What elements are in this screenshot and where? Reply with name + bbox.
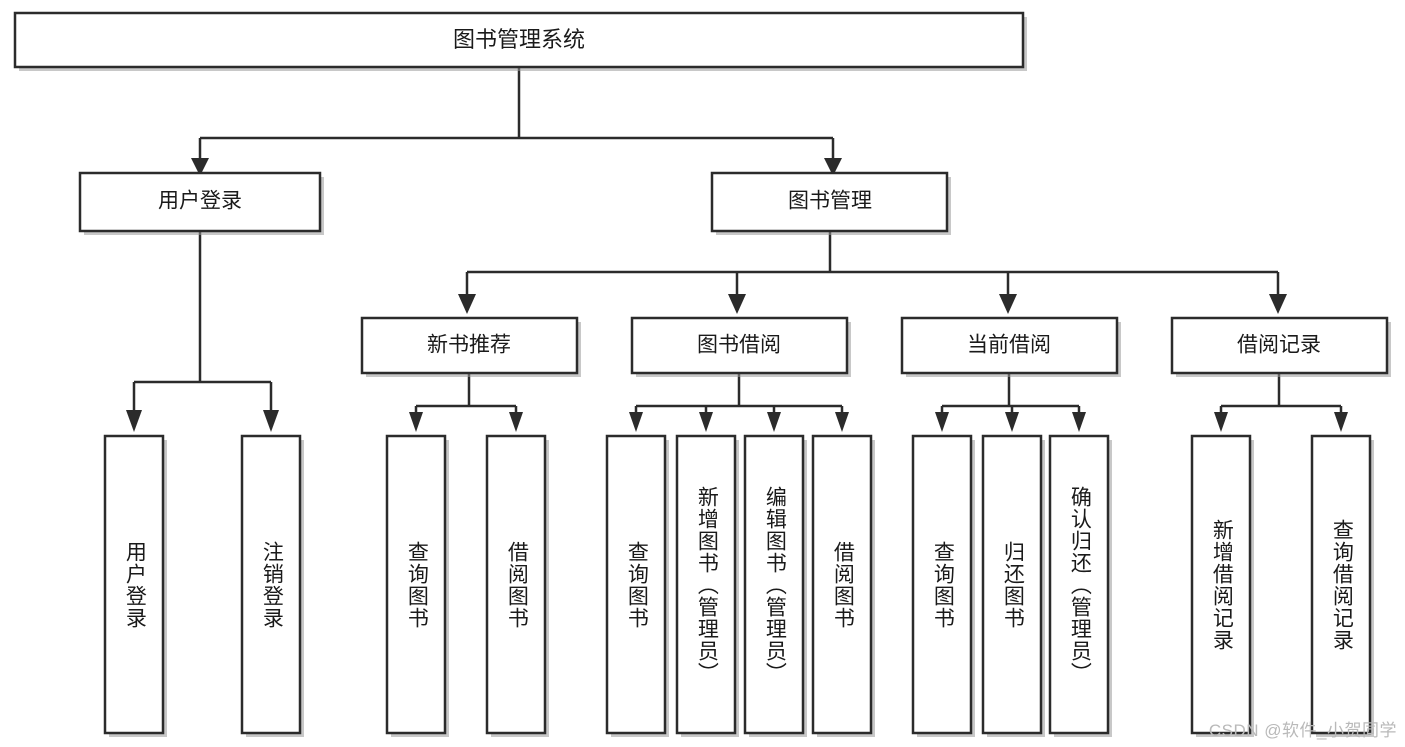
node-borrow-record[interactable]: 借阅记录 [1170,316,1391,377]
leaf-layer [103,434,1374,737]
node-book-manage[interactable]: 图书管理 [710,171,951,235]
edge-borrowrecord-to-leaves [1214,373,1348,432]
leaf-node-leaf-confirm-return[interactable] [1048,434,1112,737]
leaf-node-leaf-add-record[interactable] [1190,434,1254,737]
leaf-node-leaf-query-book-rec[interactable] [385,434,449,737]
edge-userlogin-to-leaves [126,231,279,432]
leaf-node-leaf-edit-book[interactable] [743,434,807,737]
node-book-borrow-label: 图书借阅 [697,334,781,357]
leaf-node-leaf-logout-login[interactable] [240,434,304,737]
edge-bookborrow-to-leaves [629,373,849,432]
node-book-borrow[interactable]: 图书借阅 [630,316,851,377]
node-root-label: 图书管理系统 [453,27,585,52]
leaf-node-leaf-query-book-cur[interactable] [911,434,975,737]
edge-newbookrec-to-leaves [409,373,523,432]
watermark-text: CSDN @软件_小贺同学 [1208,721,1397,740]
edge-root-to-level1 [191,67,842,176]
edge-bookmanage-to-level2 [458,231,1287,314]
edge-currentborrow-to-leaves [935,373,1086,432]
node-current-borrow-label: 当前借阅 [967,334,1051,357]
leaf-node-leaf-query-record[interactable] [1310,434,1374,737]
node-book-manage-label: 图书管理 [788,190,872,213]
node-layer: 图书管理系统 用户登录 图书管理 新书推荐 [13,11,1391,377]
node-user-login-label: 用户登录 [158,190,242,213]
node-root[interactable]: 图书管理系统 [13,11,1027,71]
connector-layer [126,67,1348,432]
leaf-node-leaf-return-book[interactable] [981,434,1045,737]
leaf-node-leaf-user-login[interactable] [103,434,167,737]
node-user-login[interactable]: 用户登录 [78,171,324,235]
leaf-node-leaf-add-book[interactable] [675,434,739,737]
leaf-node-leaf-borrow-book-brw[interactable] [811,434,875,737]
leaf-node-leaf-borrow-book-rec[interactable] [485,434,549,737]
node-new-book-rec-label: 新书推荐 [427,334,511,357]
node-borrow-record-label: 借阅记录 [1237,334,1321,357]
node-new-book-rec[interactable]: 新书推荐 [360,316,581,377]
leaf-node-leaf-query-book-brw[interactable] [605,434,669,737]
node-current-borrow[interactable]: 当前借阅 [900,316,1121,377]
